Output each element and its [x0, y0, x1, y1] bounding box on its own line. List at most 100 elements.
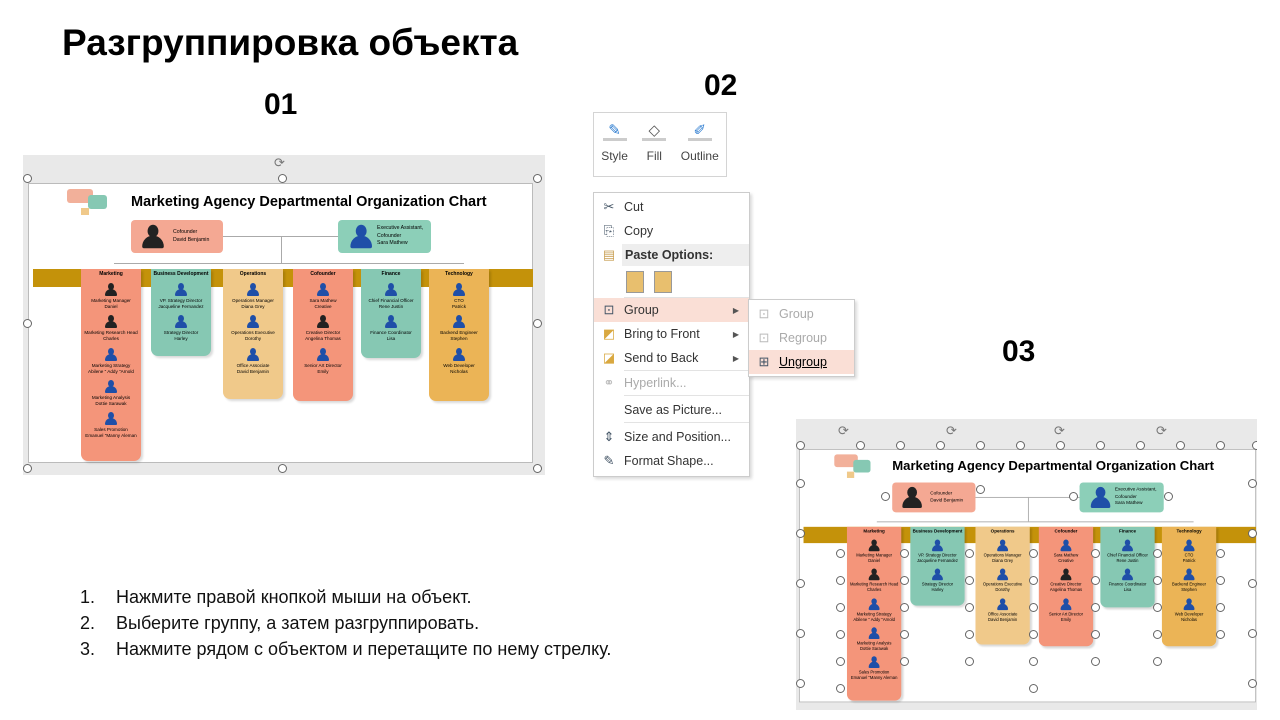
submenu-item-group[interactable]: ⊡Group	[749, 302, 854, 326]
selection-handle[interactable]	[533, 464, 542, 473]
selection-handle[interactable]	[964, 602, 974, 612]
ungrouped-org-chart[interactable]: Marketing Agency Departmental Organizati…	[799, 449, 1257, 703]
person-name: Jacqueline Fernandez	[158, 303, 204, 309]
selection-handle[interactable]	[836, 630, 846, 639]
rotate-handle-icon[interactable]: ⟳	[946, 423, 957, 438]
selection-handle[interactable]	[900, 548, 910, 558]
selection-handle[interactable]	[1248, 579, 1257, 588]
selection-handle[interactable]	[1028, 602, 1038, 612]
submenu-item-ungroup[interactable]: ⊞Ungroup	[749, 350, 854, 374]
selection-handle[interactable]	[1091, 602, 1101, 612]
selection-handle[interactable]	[900, 575, 910, 585]
org-chart[interactable]: Marketing Agency Departmental Organizati…	[28, 183, 533, 463]
selection-handle[interactable]	[1091, 657, 1101, 667]
selection-handle[interactable]	[836, 684, 846, 694]
selection-handle[interactable]	[796, 441, 805, 450]
selection-handle[interactable]	[1091, 575, 1101, 585]
selection-handle[interactable]	[1163, 492, 1173, 502]
selection-handle[interactable]	[1056, 441, 1065, 450]
person-icon	[997, 539, 1009, 552]
selection-handle[interactable]	[1028, 548, 1038, 558]
submenu-item-regroup[interactable]: ⊡Regroup	[749, 326, 854, 350]
selection-handle[interactable]	[1028, 575, 1038, 585]
menu-item-copy[interactable]: ⎘Copy	[594, 219, 749, 243]
selection-handle[interactable]	[1248, 479, 1257, 488]
rotate-handle-icon[interactable]: ⟳	[1156, 423, 1167, 438]
selection-handle[interactable]	[936, 441, 945, 450]
selection-handle[interactable]	[976, 441, 985, 450]
selection-handle[interactable]	[1152, 657, 1162, 667]
selection-handle[interactable]	[836, 548, 846, 558]
selection-handle[interactable]	[896, 441, 905, 450]
selection-handle[interactable]	[900, 657, 910, 667]
selection-handle[interactable]	[278, 174, 287, 183]
selection-handle[interactable]	[533, 319, 542, 328]
selection-handle[interactable]	[1152, 575, 1162, 585]
selection-handle[interactable]	[796, 629, 805, 638]
selection-handle[interactable]	[1152, 548, 1162, 558]
selection-handle[interactable]	[1176, 441, 1185, 450]
selection-handle[interactable]	[1216, 602, 1226, 612]
rotate-handle-icon[interactable]: ⟳	[838, 423, 849, 438]
selection-handle[interactable]	[1016, 441, 1025, 450]
selection-handle[interactable]	[796, 479, 805, 488]
rotate-handle-icon[interactable]: ⟳	[1054, 423, 1065, 438]
selection-handle[interactable]	[964, 575, 974, 585]
selection-handle[interactable]	[1216, 441, 1225, 450]
selection-handle[interactable]	[1136, 441, 1145, 450]
selection-handle[interactable]	[900, 602, 910, 612]
selection-handle[interactable]	[1028, 630, 1038, 639]
selection-handle[interactable]	[1028, 657, 1038, 667]
paste-keep-formatting-icon[interactable]	[626, 271, 644, 293]
selection-handle[interactable]	[278, 464, 287, 473]
selection-handle[interactable]	[1248, 679, 1257, 688]
menu-item-save-as-picture[interactable]: Save as Picture...	[594, 398, 749, 422]
selection-handle[interactable]	[975, 485, 985, 495]
selection-handle[interactable]	[1248, 629, 1257, 638]
selection-handle[interactable]	[1028, 684, 1038, 694]
style-button[interactable]: ✎Style	[601, 121, 628, 176]
selection-handle[interactable]	[1068, 492, 1078, 502]
selection-handle[interactable]	[1091, 548, 1101, 558]
menu-item-hyperlink[interactable]: ⚭Hyperlink...	[594, 371, 749, 395]
menu-item-size-and-position[interactable]: ⇕Size and Position...	[594, 425, 749, 449]
selection-handle[interactable]	[964, 548, 974, 558]
selection-handle[interactable]	[836, 657, 846, 667]
selection-handle[interactable]	[796, 579, 805, 588]
person-role: Marketing Strategy	[91, 362, 131, 368]
selection-handle[interactable]	[1096, 441, 1105, 450]
menu-item-bring-to-front[interactable]: ◩Bring to Front▶	[594, 322, 749, 346]
selection-handle[interactable]	[23, 319, 32, 328]
selection-handle[interactable]	[964, 630, 974, 639]
selection-handle[interactable]	[796, 679, 805, 688]
selection-handle[interactable]	[1216, 630, 1226, 639]
selection-handle[interactable]	[836, 575, 846, 585]
paste-as-picture-icon[interactable]	[654, 271, 672, 293]
selection-handle[interactable]	[533, 174, 542, 183]
selection-handle[interactable]	[23, 464, 32, 473]
outline-button[interactable]: ✐Outline	[681, 121, 719, 176]
menu-item-format-shape[interactable]: ✎Format Shape...	[594, 449, 749, 473]
selection-handle[interactable]	[964, 657, 974, 667]
selection-handle[interactable]	[881, 492, 891, 502]
selection-handle[interactable]	[1252, 441, 1257, 450]
menu-item-send-to-back[interactable]: ◪Send to Back▶	[594, 346, 749, 370]
selection-handle[interactable]	[1216, 548, 1226, 558]
selection-handle[interactable]	[1091, 630, 1101, 639]
fill-button[interactable]: ◇Fill	[642, 121, 667, 176]
selection-handle[interactable]	[1152, 602, 1162, 612]
selection-handle[interactable]	[1216, 575, 1226, 585]
selection-handle[interactable]	[23, 174, 32, 183]
selection-handle[interactable]	[900, 630, 910, 639]
menu-item-group[interactable]: ⊡Group▶	[594, 298, 749, 322]
selection-handle[interactable]	[856, 441, 865, 450]
selection-handle[interactable]	[1152, 630, 1162, 639]
selection-handle[interactable]	[836, 602, 846, 612]
rotate-handle-icon[interactable]: ⟳	[274, 155, 285, 170]
menu-item-cut[interactable]: ✂Cut	[594, 195, 749, 219]
selection-handle[interactable]	[796, 529, 805, 538]
selection-handle[interactable]	[1248, 529, 1257, 538]
person-icon	[384, 282, 397, 296]
connector	[223, 236, 338, 237]
